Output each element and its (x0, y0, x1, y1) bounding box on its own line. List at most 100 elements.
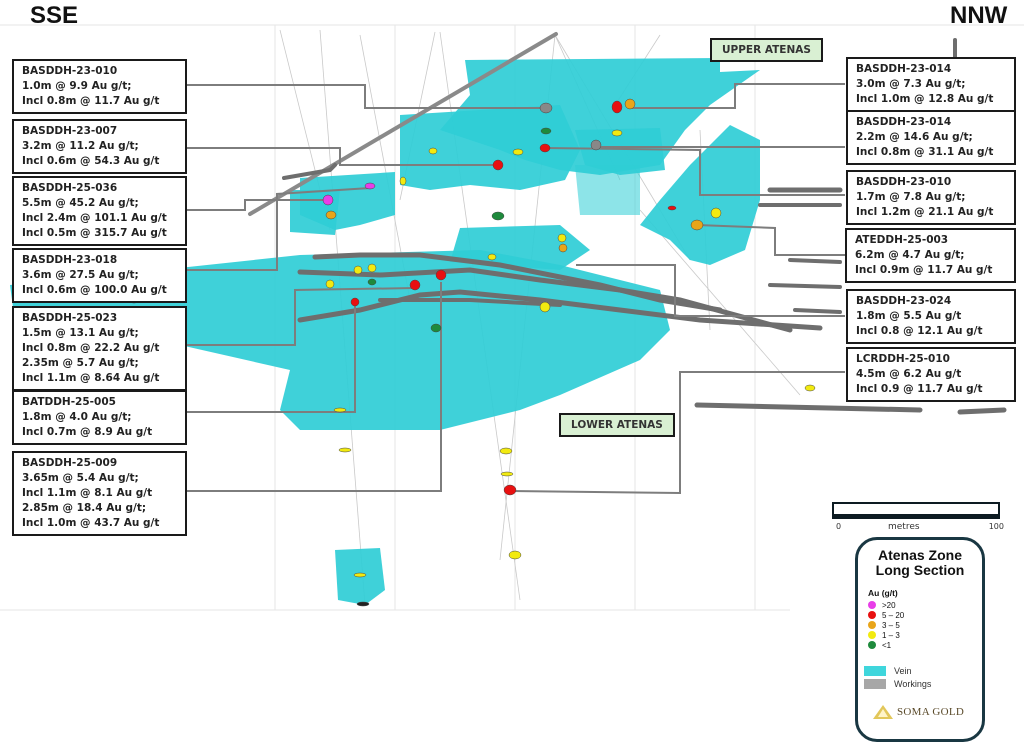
callout-hole-id: BASDDH-25-023 (22, 312, 118, 324)
callout-line: Incl 0.7m @ 8.9 Au g/t (22, 426, 153, 438)
intercept-5-20 (350, 297, 360, 307)
callout-basddh-23-018: BASDDH-23-018 3.6m @ 27.5 Au g/t; Incl 0… (12, 248, 187, 303)
intercept-1-3 (333, 407, 347, 413)
callout-line: 2.85m @ 18.4 Au g/t; (22, 502, 147, 514)
legend-grade-label: 1 – 3 (882, 630, 900, 640)
legend-title-line1: Atenas Zone (877, 547, 962, 563)
intercept-gt20 (322, 194, 334, 206)
legend-title: Atenas Zone Long Section (858, 548, 982, 578)
intercept-1-3 (557, 233, 567, 243)
intercept-1-3 (367, 263, 377, 273)
callout-line: Incl 1.0m @ 43.7 Au g/t (22, 517, 160, 529)
intercept-lt1 (540, 127, 552, 135)
callout-line: Incl 0.8m @ 11.7 Au g/t (22, 95, 160, 107)
callout-lcrddh-25-010: LCRDDH-25-010 4.5m @ 6.2 Au g/t Incl 0.9… (846, 347, 1016, 402)
callout-hole-id: BASDDH-23-010 (856, 176, 952, 188)
legend-grade-item: >20 (868, 600, 982, 610)
callout-hole-id: LCRDDH-25-010 (856, 353, 950, 365)
callout-line: 6.2m @ 4.7 Au g/t; (855, 249, 965, 261)
callout-line: 3.65m @ 5.4 Au g/t; (22, 472, 139, 484)
callout-line: 1.7m @ 7.8 Au g/t; (856, 191, 966, 203)
callout-line: 1.5m @ 13.1 Au g/t; (22, 327, 139, 339)
triangle-logo-icon (873, 705, 893, 719)
callout-line: 1.8m @ 5.5 Au g/t (856, 310, 962, 322)
intercept-3-5 (624, 98, 636, 110)
direction-label-sse: SSE (30, 2, 79, 29)
legend-feature-workings: Workings (864, 677, 982, 690)
legend-grade-item: 5 – 20 (868, 610, 982, 620)
callout-basddh-25-009: BASDDH-25-009 3.65m @ 5.4 Au g/t; Incl 1… (12, 451, 187, 536)
logo-text: SOMA GOLD (897, 706, 965, 718)
callout-basddh-23-014-a: BASDDH-23-014 3.0m @ 7.3 Au g/t; Incl 1.… (846, 57, 1016, 112)
drill-intercepts (129, 98, 816, 607)
intercept-1-3 (353, 265, 363, 275)
intercept-grey (590, 139, 602, 151)
callout-basddh-23-014-b: BASDDH-23-014 2.2m @ 14.6 Au g/t; Incl 0… (846, 110, 1016, 165)
callout-leaders (186, 83, 845, 495)
callout-line: Incl 1.0m @ 12.8 Au g/t (856, 93, 994, 105)
callout-line: Incl 0.5m @ 315.7 Au g/t (22, 227, 167, 239)
intercept-3-5 (325, 210, 337, 220)
callout-hole-id: BASDDH-23-014 (856, 116, 952, 128)
intercept-gt20 (364, 182, 376, 190)
grade-dot-icon (868, 631, 876, 639)
legend-grade-item: 1 – 3 (868, 630, 982, 640)
callout-line: Incl 1.2m @ 21.1 Au g/t (856, 206, 994, 218)
intercept-lt1 (356, 601, 370, 607)
legend-grade-item: 3 – 5 (868, 620, 982, 630)
grade-dot-icon (868, 611, 876, 619)
legend-grade-label: >20 (882, 600, 896, 610)
legend-feature-label: Workings (894, 678, 932, 689)
callout-line: Incl 0.8 @ 12.1 Au g/t (856, 325, 983, 337)
grade-dot-icon (868, 621, 876, 629)
intercept-1-3 (499, 447, 513, 455)
workings-swatch-icon (864, 678, 886, 689)
zone-label-upper-atenas: UPPER ATENAS (710, 38, 823, 62)
grade-dot-icon (868, 641, 876, 649)
intercept-5-20 (503, 484, 517, 496)
callout-basddh-23-010-right: BASDDH-23-010 1.7m @ 7.8 Au g/t; Incl 1.… (846, 170, 1016, 225)
intercept-3-5 (690, 219, 704, 231)
legend-grade-label: 3 – 5 (882, 620, 900, 630)
callout-hole-id: ATEDDH-25-003 (855, 234, 949, 246)
intercept-1-3 (338, 447, 352, 453)
intercept-5-20 (667, 205, 677, 211)
intercept-5-20 (611, 100, 623, 114)
callout-ateddh-25-003: ATEDDH-25-003 6.2m @ 4.7 Au g/t; Incl 0.… (845, 228, 1016, 283)
legend-grade-unit: Au (g/t) (868, 588, 898, 598)
callout-basddh-23-007: BASDDH-23-007 3.2m @ 11.2 Au g/t; Incl 0… (12, 119, 187, 174)
callout-hole-id: BASDDH-23-014 (856, 63, 952, 75)
callout-line: 3.2m @ 11.2 Au g/t; (22, 140, 139, 152)
callout-hole-id: BASDDH-23-007 (22, 125, 118, 137)
callout-basddh-25-036: BASDDH-25-036 5.5m @ 45.2 Au g/t; Incl 2… (12, 176, 187, 246)
legend-grade-label: 5 – 20 (882, 610, 905, 620)
scale-unit-label: metres (888, 522, 920, 532)
callout-line: 1.8m @ 4.0 Au g/t; (22, 411, 132, 423)
working-decline (248, 32, 558, 216)
callout-line: Incl 0.9 @ 11.7 Au g/t (856, 383, 983, 395)
callout-line: Incl 2.4m @ 101.1 Au g/t (22, 212, 167, 224)
callout-hole-id: BASDDH-23-018 (22, 254, 118, 266)
intercept-3-5 (558, 243, 568, 253)
callout-line: Incl 1.1m @ 8.64 Au g/t (22, 372, 160, 384)
callout-line: Incl 0.6m @ 54.3 Au g/t (22, 155, 160, 167)
callout-line: 1.0m @ 9.9 Au g/t; (22, 80, 132, 92)
callout-line: 5.5m @ 45.2 Au g/t; (22, 197, 139, 209)
intercept-lt1 (491, 211, 505, 221)
callout-line: 4.5m @ 6.2 Au g/t (856, 368, 962, 380)
callout-line: 2.2m @ 14.6 Au g/t; (856, 131, 973, 143)
legend-feature-label: Vein (894, 665, 912, 676)
callout-line: Incl 1.1m @ 8.1 Au g/t (22, 487, 153, 499)
zone-label-lower-atenas: LOWER ATENAS (559, 413, 675, 437)
direction-label-nnw: NNW (950, 2, 1008, 29)
callout-line: Incl 0.8m @ 31.1 Au g/t (856, 146, 994, 158)
intercept-5-20 (492, 159, 504, 171)
intercept-lt1 (367, 278, 377, 286)
intercept-5-20 (435, 269, 447, 281)
scale-bar-graphic (832, 502, 1000, 519)
callout-line: 3.6m @ 27.5 Au g/t; (22, 269, 139, 281)
legend-grade-label: <1 (882, 640, 892, 650)
callout-basddh-25-023: BASDDH-25-023 1.5m @ 13.1 Au g/t; Incl 0… (12, 306, 187, 391)
intercept-grey (539, 102, 553, 114)
vein-upper-right (575, 128, 665, 175)
